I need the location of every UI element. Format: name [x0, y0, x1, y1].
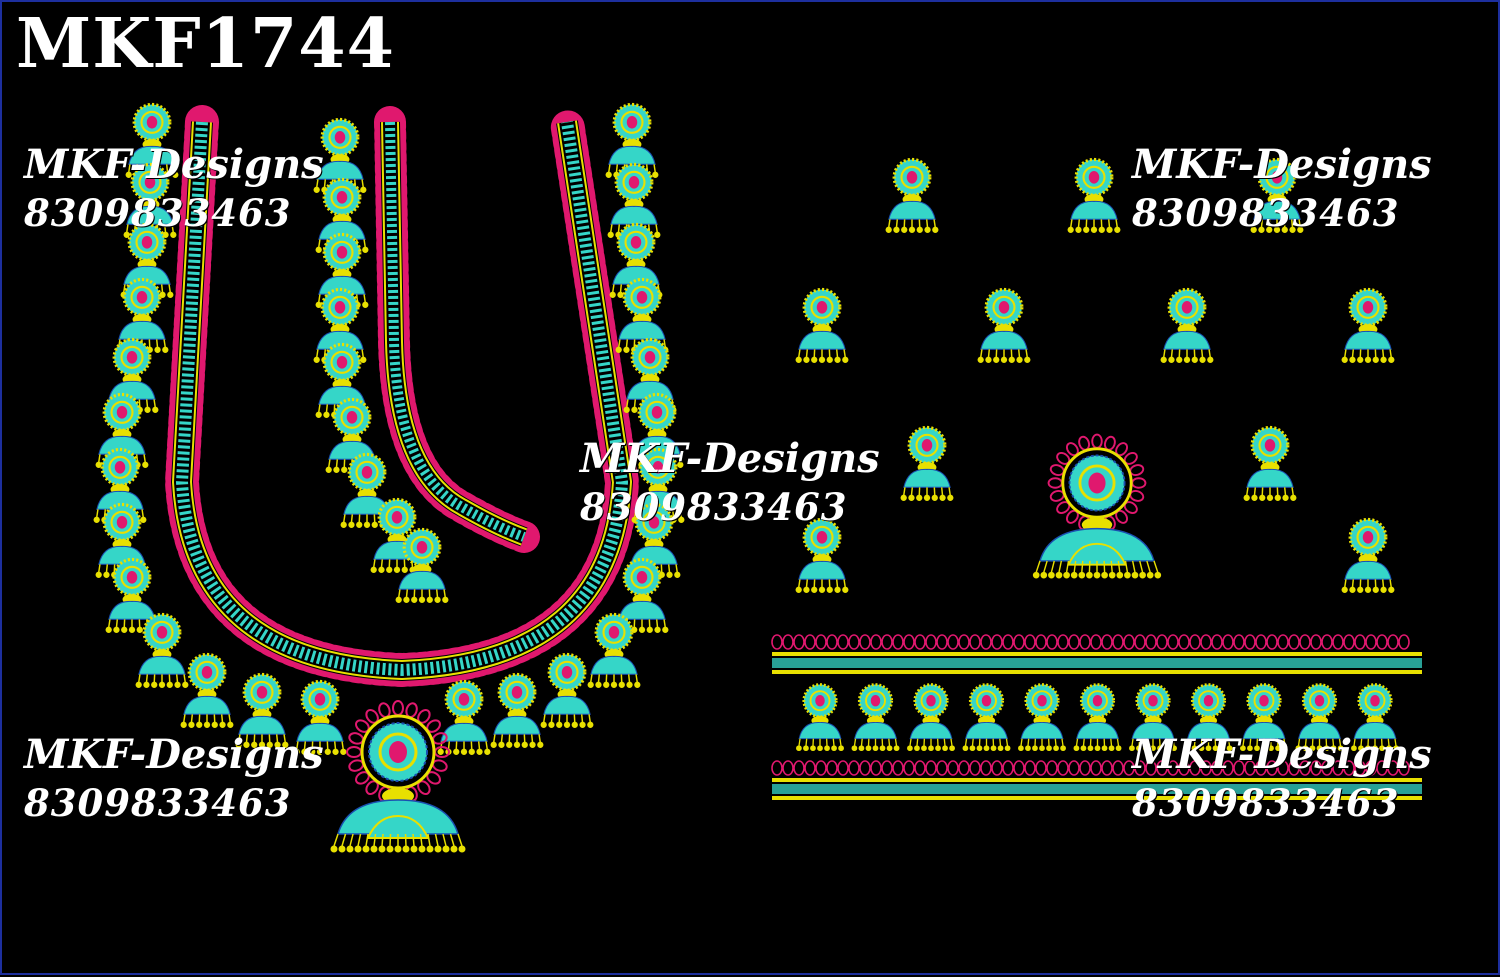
watermark-top-right: MKF-Designs 8309833463: [1132, 140, 1432, 236]
motif: [852, 685, 900, 752]
motif: [886, 159, 939, 233]
motif: [136, 614, 189, 688]
watermark-brand: MKF-Designs: [1132, 730, 1432, 780]
motif: [1018, 685, 1066, 752]
watermark-brand: MKF-Designs: [24, 140, 324, 190]
motif: [1244, 427, 1297, 501]
motif: [1074, 685, 1122, 752]
watermark-phone: 8309833463: [580, 484, 880, 530]
motif: [963, 685, 1011, 752]
motif: [1161, 289, 1214, 363]
motif: [901, 427, 954, 501]
motif: [796, 289, 849, 363]
watermark-phone: 8309833463: [24, 780, 324, 826]
watermark-brand: MKF-Designs: [580, 434, 880, 484]
watermark-brand: MKF-Designs: [24, 730, 324, 780]
motif: [796, 685, 844, 752]
watermark-phone: 8309833463: [24, 190, 324, 236]
pendant-motif: [1033, 435, 1161, 579]
motif: [796, 519, 849, 593]
design-code: MKF1744: [16, 10, 395, 78]
watermark-bottom-right: MKF-Designs 8309833463: [1132, 730, 1432, 826]
watermark-bottom-left: MKF-Designs 8309833463: [24, 730, 324, 826]
motif: [978, 289, 1031, 363]
watermark-top-left: MKF-Designs 8309833463: [24, 140, 324, 236]
motif: [588, 614, 641, 688]
motif: [1342, 519, 1395, 593]
watermark-brand: MKF-Designs: [1132, 140, 1432, 190]
motif: [1342, 289, 1395, 363]
watermark-center: MKF-Designs 8309833463: [580, 434, 880, 530]
pendant-motif: [331, 701, 466, 853]
watermark-phone: 8309833463: [1132, 190, 1432, 236]
center-pendant-motif: [1033, 435, 1161, 579]
motif: [907, 685, 955, 752]
neckline-pendant: [331, 701, 466, 853]
motif: [541, 654, 594, 728]
motif: [438, 681, 491, 755]
watermark-phone: 8309833463: [1132, 780, 1432, 826]
motif: [181, 654, 234, 728]
motif: [1068, 159, 1121, 233]
motif: [491, 674, 544, 748]
